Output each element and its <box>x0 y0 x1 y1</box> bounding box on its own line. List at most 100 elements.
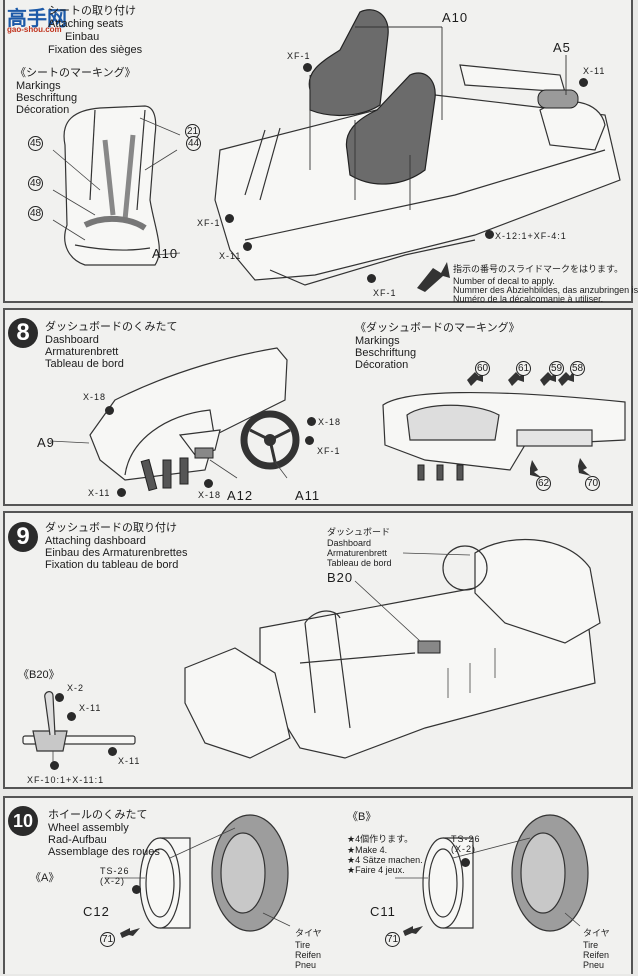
step-7-title-de: Einbau <box>65 31 100 43</box>
paint-label-x18: X-18 <box>83 392 107 402</box>
part-label-c12: C12 <box>83 904 110 919</box>
paint-label-xf1: XF-1 <box>317 446 341 456</box>
seat-markings-heading-jp: 《シートのマーキング》 <box>15 67 136 79</box>
step-10-title-en: Wheel assembly <box>48 822 129 834</box>
step-10-illustration <box>105 814 589 938</box>
part-label-a10-decal: A10 <box>152 246 179 261</box>
paint-dot-icon <box>367 274 376 283</box>
paint-dot-icon <box>485 230 494 239</box>
paint-label-x18-bottom: X-18 <box>198 490 222 500</box>
step-8-title-fr: Tableau de bord <box>45 358 124 370</box>
paint-dot-icon <box>461 858 470 867</box>
dashboard-callout-en: Dashboard <box>327 538 372 548</box>
paint-label-x11-b: X-11 <box>118 756 141 766</box>
dashboard-markings-heading-jp: 《ダッシュボードのマーキング》 <box>355 322 520 334</box>
decal-marker: 71 <box>100 932 115 947</box>
paint-dot-icon <box>243 242 252 251</box>
tire-label-jp: タイヤ <box>295 928 322 938</box>
make-count-note: ★Faire 4 jeux. <box>347 865 405 875</box>
paint-dot-icon <box>117 488 126 497</box>
paint-dot-icon <box>105 406 114 415</box>
step-number-badge: 10 <box>8 806 38 836</box>
paint-label-xf1-bottom: XF-1 <box>373 288 397 298</box>
step-number-badge: 9 <box>8 522 38 552</box>
paint-dot-icon <box>204 479 213 488</box>
dashboard-callout-jp: ダッシュボード <box>327 527 391 537</box>
paint-label-x11: X-11 <box>88 488 111 498</box>
make-count-note: ★4 Sätze machen. <box>347 855 423 865</box>
part-label-a5: A5 <box>553 40 571 55</box>
step-7-title-fr: Fixation des sièges <box>48 44 143 56</box>
decal-marker: 45 <box>28 136 43 151</box>
tire-label-de: Reifen <box>295 950 322 960</box>
step-7-illustration <box>52 9 621 292</box>
decal-marker: 48 <box>28 206 43 221</box>
decal-marker: 60 <box>475 361 490 376</box>
step-8-title-de: Armaturenbrett <box>45 346 119 358</box>
part-label-a10: A10 <box>442 10 469 25</box>
decal-marker: 71 <box>385 932 400 947</box>
decal-marker: 44 <box>186 136 201 151</box>
step-8-title-en: Dashboard <box>45 334 99 346</box>
decal-marker: 49 <box>28 176 43 191</box>
watermark-text: 高手网 <box>7 8 67 30</box>
seat-markings-de: Beschriftung <box>16 92 78 104</box>
step-9-title-jp: ダッシュボードの取り付け <box>45 522 177 534</box>
step-9-title-de: Einbau des Armaturenbrettes <box>45 547 188 559</box>
step-10-panel: 10 ホイールのくみたて Wheel assembly Rad-Aufbau A… <box>3 796 633 974</box>
part-label-a9: A9 <box>37 435 55 450</box>
decal-marker: 62 <box>536 476 551 491</box>
dashboard-markings-en: Markings <box>355 335 400 347</box>
step-8-panel: 8 ダッシュボードのくみたて Dashboard Armaturenbrett … <box>3 308 633 506</box>
step-number-badge: 8 <box>8 318 38 348</box>
tire-label-fr: Pneu <box>295 960 317 970</box>
part-label-b20: B20 <box>327 570 354 585</box>
decal-legend-fr: Numéro de la décalcomanie à utiliser. <box>453 294 604 304</box>
step-9-illustration <box>22 538 601 763</box>
watermark-url: gao-shou.com <box>7 25 62 34</box>
dashboard-markings-fr: Décoration <box>355 359 409 371</box>
paint-label-x2: X-2 <box>67 683 85 693</box>
variant-b-heading: 《B》 <box>347 811 377 823</box>
step-7-panel: 高手网 gao-shou.com シートの取り付け Attaching seat… <box>3 0 638 304</box>
seat-markings-fr: Décoration <box>16 104 70 116</box>
step-10-title-jp: ホイールのくみたて <box>48 809 148 821</box>
paint-dot-icon <box>132 885 141 894</box>
seat-markings-en: Markings <box>16 80 61 92</box>
make-count-note: ★Make 4. <box>347 845 388 855</box>
step-9-panel: 9 ダッシュボードの取り付け Attaching dashboard Einba… <box>3 511 633 789</box>
paint-dot-icon <box>579 78 588 87</box>
paint-dot-icon <box>55 693 64 702</box>
step-10-title-fr: Assemblage des roues <box>48 846 160 858</box>
b20-detail-heading: 《B20》 <box>18 669 60 681</box>
paint-label-ts26: TS-26 <box>451 834 481 844</box>
paint-label-mix: XF-10:1+X-11:1 <box>27 775 105 785</box>
part-label-a11: A11 <box>295 488 321 503</box>
decal-marker: 59 <box>549 361 564 376</box>
paint-label-xf1: XF-1 <box>287 51 311 61</box>
decal-marker: 58 <box>570 361 585 376</box>
step-8-title-jp: ダッシュボードのくみたて <box>45 321 178 333</box>
dashboard-callout-fr: Tableau de bord <box>327 558 392 568</box>
paint-label-x2: (X-2) <box>100 876 125 886</box>
step-7-title-jp: シートの取り付け <box>48 5 136 17</box>
step-8-illustration <box>49 347 626 492</box>
tire-label-de: Reifen <box>583 950 610 960</box>
paint-dot-icon <box>307 417 316 426</box>
paint-dot-icon <box>225 214 234 223</box>
decal-marker: 61 <box>516 361 531 376</box>
paint-label-x2: (X-2) <box>451 844 476 854</box>
paint-label-x11: X-11 <box>583 66 606 76</box>
step-7-title-en: Attaching seats <box>48 18 124 30</box>
paint-dot-icon <box>50 761 59 770</box>
paint-dot-icon <box>303 63 312 72</box>
tire-label-en: Tire <box>583 940 599 950</box>
dashboard-markings-de: Beschriftung <box>355 347 417 359</box>
paint-label-xf1-left: XF-1 <box>197 218 221 228</box>
paint-dot-icon <box>67 712 76 721</box>
variant-a-heading: 《A》 <box>30 872 60 884</box>
decal-legend-jp: 指示の番号のスライドマークをはります。 <box>453 264 624 274</box>
paint-label-x11-a: X-11 <box>79 703 102 713</box>
dashboard-callout-de: Armaturenbrett <box>327 548 388 558</box>
paint-label-x18-right: X-18 <box>318 417 342 427</box>
